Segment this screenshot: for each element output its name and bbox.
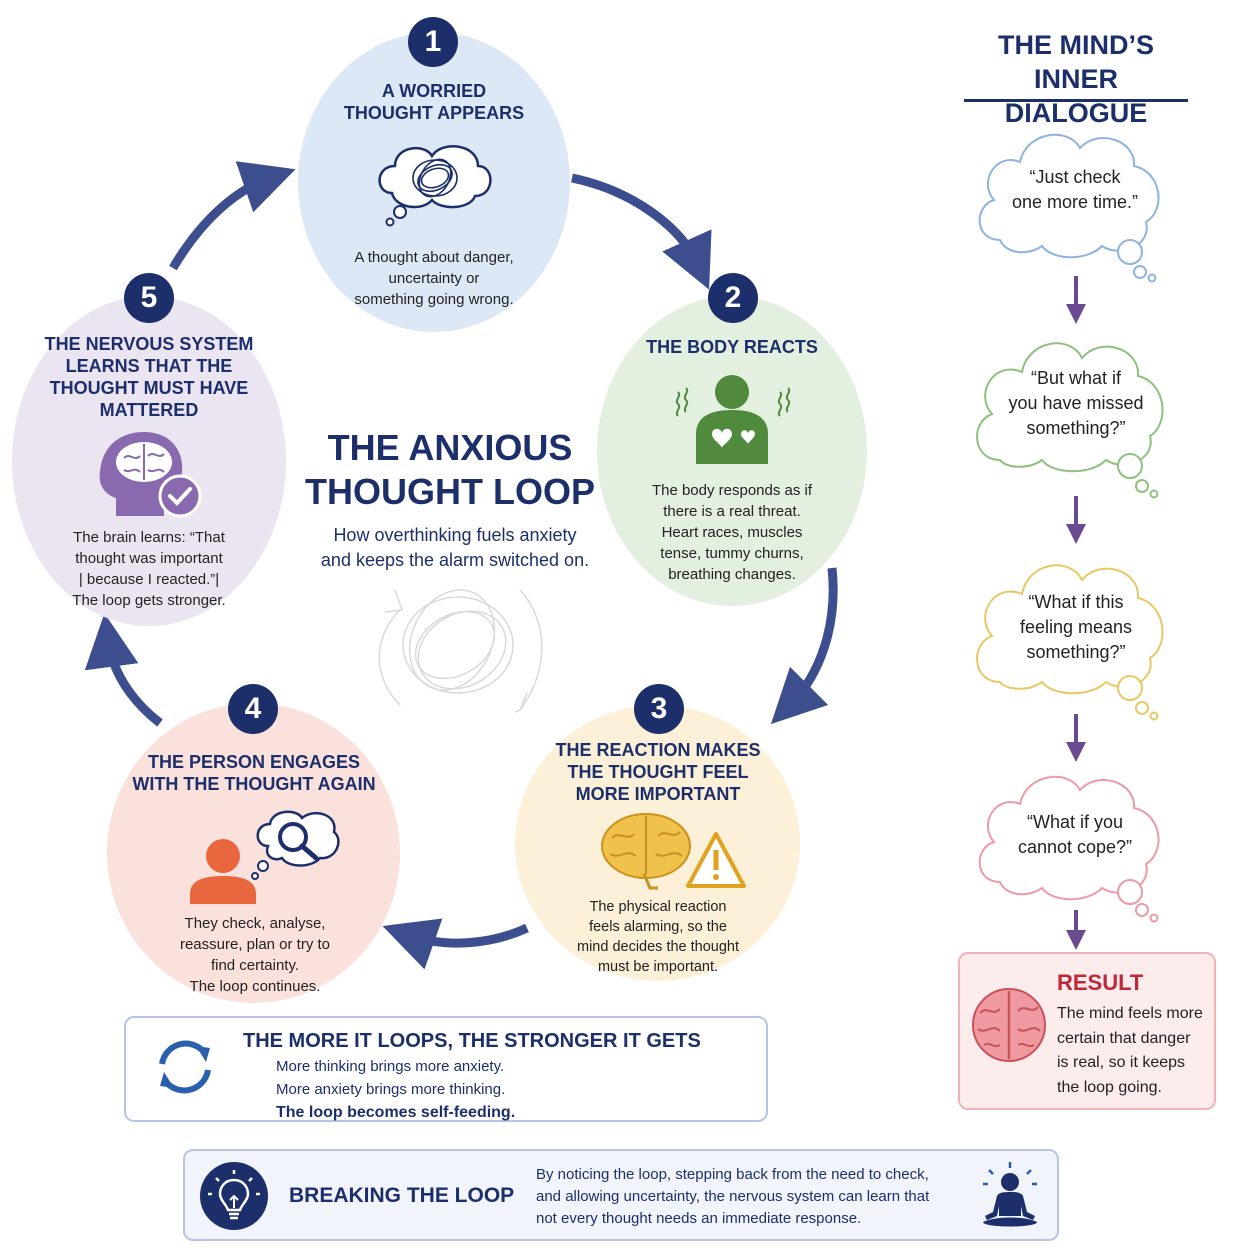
step-2-number: 2: [708, 273, 758, 323]
step-2-title: THE BODY REACTS: [646, 337, 818, 357]
dialogue-cloud-3: [976, 564, 1164, 721]
body-reacting-icon: [675, 375, 791, 464]
step-4-number: 4: [228, 684, 278, 734]
meditating-person-icon: [983, 1162, 1037, 1227]
loops-banner-line-2: More anxiety brings more thinking.: [276, 1081, 506, 1098]
dialogue-heading-underline: [964, 99, 1188, 102]
loops-banner-line-3: The loop becomes self-feeding.: [276, 1104, 516, 1121]
warning-triangle-icon: [686, 832, 746, 888]
lightbulb-icon: [200, 1162, 268, 1230]
arrow-4-to-5: [84, 613, 163, 727]
faint-tangle-icon: [378, 589, 543, 713]
step-3-number: 3: [634, 684, 684, 734]
arrow-1-to-2: [571, 173, 712, 290]
refresh-icon: [159, 1040, 211, 1094]
step-4-text: They check, analyse,reassure, plan or tr…: [179, 915, 331, 995]
person-searching-icon: [190, 810, 340, 904]
step-4-bubble: [107, 703, 400, 1003]
step-1-number: 1: [408, 17, 458, 67]
check-circle-icon: [158, 474, 202, 518]
arrow-3-to-4: [382, 918, 529, 970]
brain-icon: [116, 442, 172, 482]
dialogue-cloud-4: [978, 775, 1160, 923]
breaking-loop-title: BREAKING THE LOOP: [289, 1184, 515, 1207]
brain-icon: [972, 988, 1046, 1062]
breaking-loop-banner: [183, 1149, 1059, 1241]
magnifier-icon: [278, 822, 319, 861]
thought-cloud-icon: [378, 145, 492, 227]
brain-warning-icon: [601, 813, 746, 890]
dialogue-cloud-1: [978, 133, 1160, 283]
breaking-loop-text: By noticing the loop, stepping back from…: [536, 1166, 930, 1227]
arrow-5-to-1: [169, 161, 296, 271]
dialogue-clouds: [976, 133, 1164, 950]
loops-banner-line-1: More thinking brings more anxiety.: [276, 1058, 505, 1075]
arrow-2-to-3: [770, 567, 838, 725]
loops-banner: [124, 1016, 768, 1122]
brain-icon: [601, 813, 691, 890]
dialogue-cloud-2: [976, 342, 1164, 499]
loops-banner-title: THE MORE IT LOOPS, THE STRONGER IT GETS: [243, 1030, 701, 1052]
result-title: RESULT: [1057, 970, 1144, 995]
head-brain-check-icon: [99, 432, 202, 518]
step-5-number: 5: [124, 273, 174, 323]
